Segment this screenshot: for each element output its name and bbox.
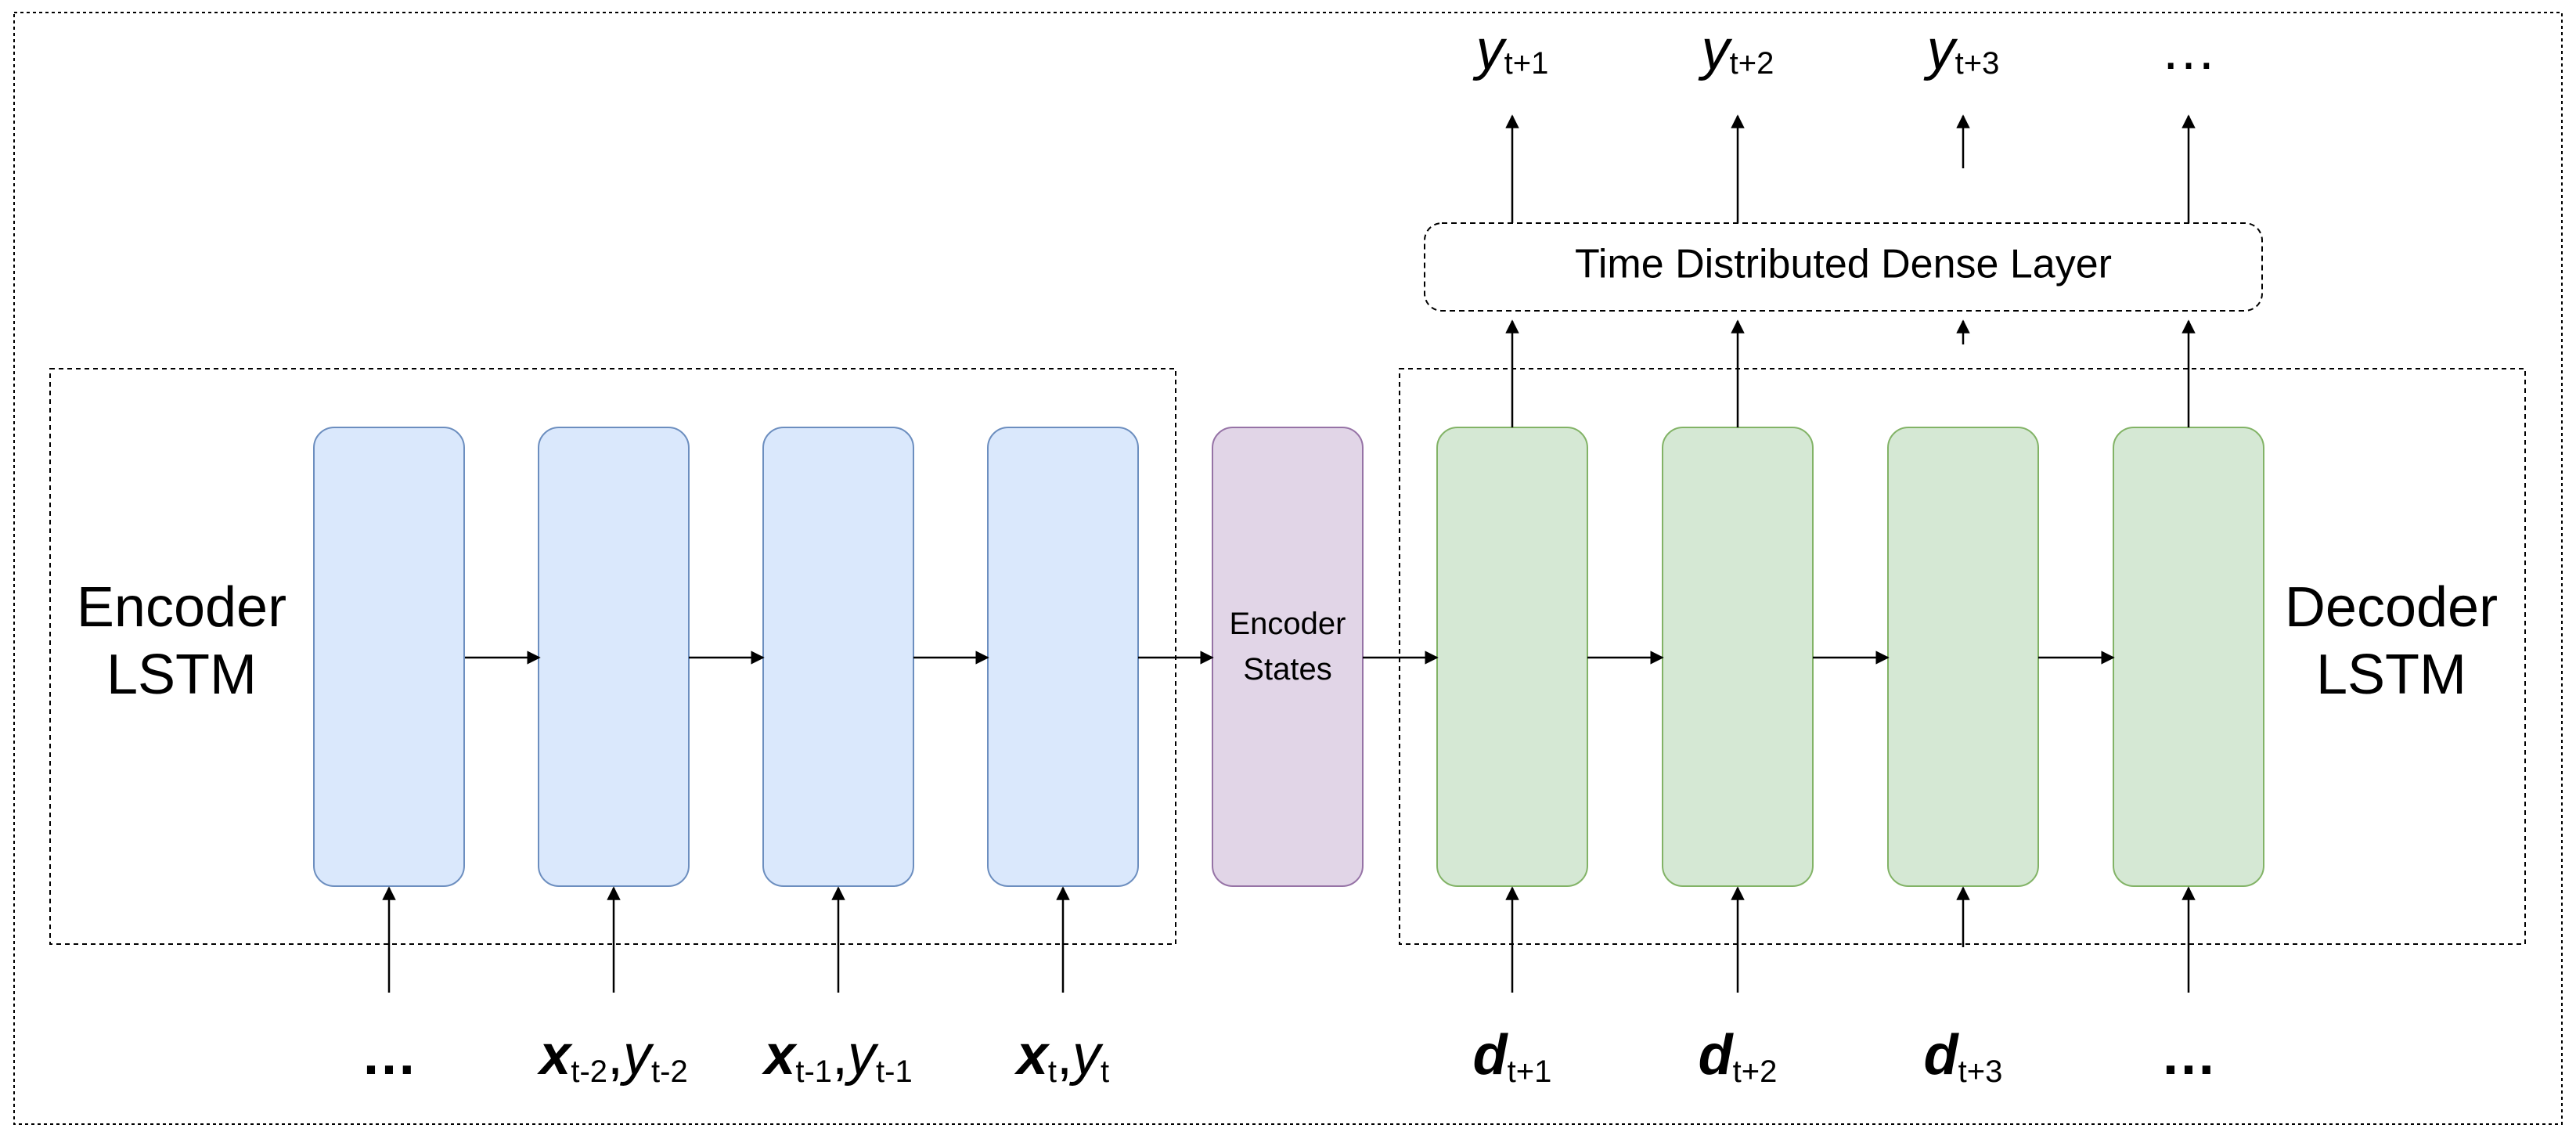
- encoder-label: Encoder: [77, 576, 286, 639]
- dec-input-2: dt+3: [1924, 1024, 2003, 1089]
- encoder-lstm-cell-4: [987, 427, 1139, 887]
- decoder-label-line2: LSTM: [2316, 643, 2466, 706]
- dec-input-0: dt+1: [1473, 1024, 1552, 1089]
- enc-input-2: xt-1,yt-1: [761, 1024, 912, 1089]
- dense-to-output-connections: [1505, 114, 2196, 223]
- decoder-label: Decoder: [2285, 576, 2498, 639]
- dec-input-3: …: [2160, 1024, 2217, 1087]
- enc-input-0: …: [361, 1024, 417, 1087]
- output-2: yt+3: [1923, 19, 2000, 81]
- encoder-group-frame: [49, 368, 1176, 945]
- output-1: yt+2: [1698, 19, 1774, 81]
- input-connections: [382, 886, 2196, 993]
- decoder-to-dense-connections: [1505, 319, 2196, 427]
- decoder-lstm-cell-3: [1887, 427, 2039, 887]
- decoder-group-frame: [1399, 368, 2526, 945]
- enc-input-3: xt,yt: [1014, 1024, 1109, 1089]
- encoder-lstm-cell-1: [313, 427, 465, 887]
- encoder-states-label: Encoder: [1230, 607, 1346, 641]
- encoder-states-label-line2: States: [1243, 652, 1331, 687]
- encoder-lstm-cell-3: [762, 427, 914, 887]
- output-3: …: [2160, 19, 2217, 81]
- outer-frame: [13, 12, 2563, 1125]
- output-0: yt+1: [1472, 19, 1549, 81]
- dense-layer-box: [1424, 222, 2263, 312]
- decoder-lstm-cell-1: [1436, 427, 1588, 887]
- encoder-label-line2: LSTM: [106, 643, 257, 706]
- encoder-lstm-cell-2: [538, 427, 690, 887]
- decoder-lstm-cell-2: [1662, 427, 1814, 887]
- enc-input-1: xt-2,yt-2: [536, 1024, 687, 1089]
- dense-layer-label: Time Distributed Dense Layer: [1575, 242, 2112, 287]
- dec-input-1: dt+2: [1699, 1024, 1778, 1089]
- decoder-lstm-cell-4: [2113, 427, 2264, 887]
